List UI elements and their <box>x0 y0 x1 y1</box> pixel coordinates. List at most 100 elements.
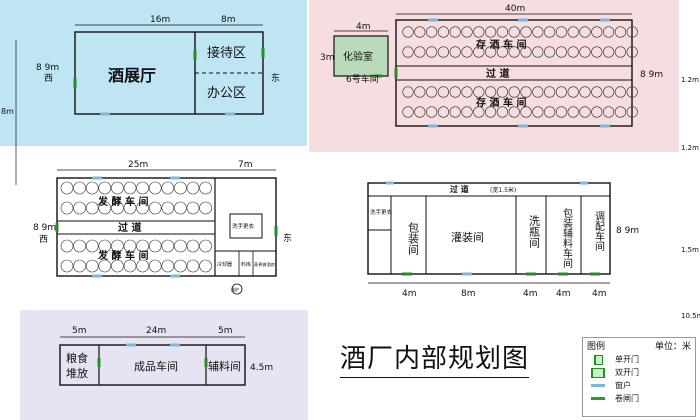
tank-circle <box>426 106 438 118</box>
legend-title: 图例 <box>587 342 606 352</box>
double-door-icon <box>589 367 607 378</box>
ferment-upper-room-label: 发 酵 车 间 <box>97 195 148 208</box>
ferment-east-label: 东 <box>283 232 292 244</box>
bottling-building <box>367 181 611 284</box>
tank-circle <box>579 86 591 98</box>
tank-circle <box>520 86 532 98</box>
tank-circle <box>543 106 556 118</box>
tank-circle <box>614 86 627 98</box>
tank-circle <box>123 239 137 253</box>
right-dim-label-1: 1.2m <box>681 76 699 84</box>
ferment-dim-top-right: 7m <box>238 160 253 170</box>
office-label: 办公区 <box>207 86 246 101</box>
tank-circle <box>148 239 162 253</box>
tank-circle <box>473 26 485 38</box>
tank-circle <box>496 86 509 98</box>
tank-circle <box>111 201 124 215</box>
bottling-dim-2: 8m <box>461 289 476 299</box>
tank-circle <box>626 26 638 38</box>
tank-circle <box>73 239 86 253</box>
tank-circle <box>555 86 568 98</box>
rolling-door-icon <box>589 397 607 400</box>
tank-circle <box>174 181 187 195</box>
legend-unit: 单位：米 <box>654 342 691 352</box>
tank-circle <box>614 106 627 118</box>
finished-dim-right: 4.5m <box>250 363 273 373</box>
tank-circle <box>567 46 579 58</box>
legend-label: 窗户 <box>615 381 631 390</box>
tank-circle <box>174 259 187 273</box>
tank-circle <box>85 239 99 253</box>
tank-circle <box>148 181 162 195</box>
tank-circle <box>602 46 615 58</box>
tank-circle <box>579 106 591 118</box>
finished-dim-1: 5m <box>72 326 87 336</box>
legend-item-double-door: 双开门 <box>583 366 695 379</box>
tank-circle <box>532 106 544 118</box>
storage-tanks <box>402 26 638 118</box>
tank-circle <box>508 46 520 58</box>
tank-circle <box>485 46 497 58</box>
tank-circle <box>579 26 591 38</box>
tank-circle <box>461 106 473 118</box>
materials-label: 料库 <box>241 261 251 268</box>
tank-circle <box>520 106 532 118</box>
zone-exhibit-bg <box>0 0 307 146</box>
ferment-aisle-label: 过 道 <box>118 221 141 234</box>
tank-circle <box>174 201 187 215</box>
tank-circle <box>449 86 461 98</box>
legend-label: 卷闸门 <box>615 394 639 403</box>
tank-circle <box>555 106 568 118</box>
tank-circle <box>473 86 485 98</box>
tank-circle <box>485 86 497 98</box>
aux-label: 辅料间 <box>208 359 241 373</box>
tank-circle <box>543 86 556 98</box>
tank-circle <box>508 86 520 98</box>
tank-circle <box>161 239 175 253</box>
bottling-corridor-label: 过 道 <box>450 184 469 194</box>
tank-circle <box>60 259 74 273</box>
tank-circle <box>111 259 124 273</box>
tank-circle <box>485 106 497 118</box>
legend-header: 图例 单位：米 <box>583 338 695 353</box>
tank-circle <box>414 26 426 38</box>
exhibit-dim-top-left: 16m <box>150 15 170 25</box>
right-dim-label-3: 1.5m <box>681 246 699 254</box>
tank-circle <box>543 26 556 38</box>
lab-dim-top: 4m <box>356 22 371 32</box>
tank-circle <box>414 86 426 98</box>
tank-circle <box>555 26 568 38</box>
tank-circle <box>73 259 86 273</box>
tank-circle <box>136 181 149 195</box>
tank-circle <box>136 201 149 215</box>
tank-circle <box>199 239 212 253</box>
tank-circle <box>402 46 414 58</box>
tank-circle <box>626 86 638 98</box>
tank-circle <box>186 181 200 195</box>
tank-circle <box>567 106 579 118</box>
tank-circle <box>136 259 149 273</box>
tank-circle <box>73 201 86 215</box>
tank-circle <box>199 201 212 215</box>
left-dim-label: 8m <box>1 107 14 116</box>
tank-circle <box>426 26 438 38</box>
finished-dim-2: 24m <box>146 326 166 336</box>
tank-circle <box>111 181 124 195</box>
bottling-corridor-note: (宽1.5米) <box>490 186 516 194</box>
tank-circle <box>98 201 112 215</box>
tank-circle <box>161 259 175 273</box>
lab-building <box>333 30 389 78</box>
tank-circle <box>414 46 426 58</box>
kitchen-label: 蒸煮做酒房 <box>254 261 275 268</box>
tank-circle <box>73 181 86 195</box>
tank-circle <box>496 106 509 118</box>
aux-materials-label: 包装辅料车间 <box>561 207 573 269</box>
tank-circle <box>520 26 532 38</box>
storage-dim-right: 8 9m <box>640 70 663 80</box>
tank-circle <box>473 46 485 58</box>
tank-circle <box>123 201 137 215</box>
packing-label: 包装间 <box>407 222 420 256</box>
tank-circle <box>98 239 112 253</box>
storage-dim-top: 40m <box>505 4 525 14</box>
tank-circle <box>602 26 615 38</box>
